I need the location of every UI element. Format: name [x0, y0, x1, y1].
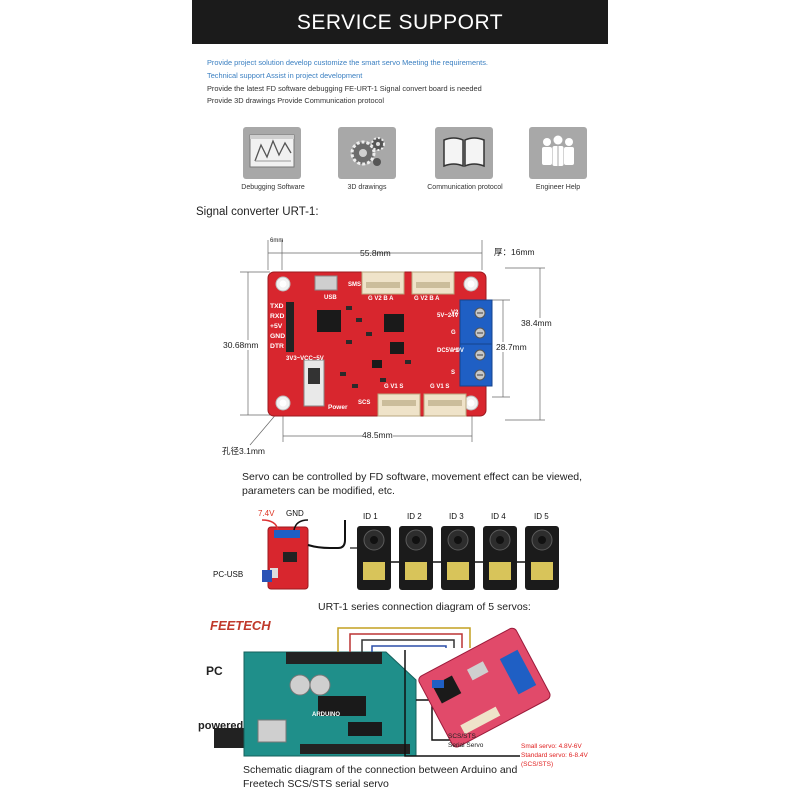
silk-s: S — [451, 370, 456, 376]
pin-label: TXD — [270, 303, 284, 310]
silk-header-top: G V2 B A — [414, 296, 440, 302]
bullet-line: Provide the latest FD software debugging… — [207, 84, 482, 93]
pin-label: DTR — [270, 343, 284, 350]
fd-caption: Servo can be controlled by FD software, … — [242, 471, 583, 497]
arduino-caption-line: Schematic diagram of the connection betw… — [243, 764, 518, 776]
pin-label: RXD — [270, 313, 285, 320]
serial-label: SCS/STS — [448, 733, 476, 740]
servo-id-label: ID 3 — [449, 512, 464, 521]
dim-height-left: 30.68mm — [223, 340, 259, 350]
bullet-line: Provide project solution develop customi… — [207, 58, 488, 67]
silk-header-top: G V2 B A — [368, 296, 394, 302]
dim-height-inner: 28.7mm — [496, 342, 527, 352]
servo-group — [357, 526, 559, 590]
icon-label: Engineer Help — [535, 184, 581, 191]
serial-label: Serial Servo — [448, 742, 484, 749]
header-banner: SERVICE SUPPORT — [192, 0, 608, 44]
pc-label: PC — [206, 664, 223, 678]
silk-usb: USB — [324, 295, 337, 301]
gnd-label: GND — [286, 509, 304, 518]
note-scs: (SCS/STS) — [521, 761, 554, 768]
dim-hole-spacing: 48.5mm — [362, 430, 393, 440]
pin-label: GND — [270, 333, 286, 340]
dim-thickness: 厚：16mm — [494, 247, 535, 257]
pin-label: +5V — [270, 323, 283, 330]
icon-label: 3D drawings — [347, 184, 387, 191]
silk-range-a: 5V~24V — [437, 313, 459, 319]
servo-id-label: ID 1 — [363, 512, 378, 521]
note-small: Small servo: 4.8V-6V — [521, 743, 582, 750]
dim-6mm: 6mm — [270, 238, 284, 244]
silk-power: Power — [328, 404, 348, 411]
bullet-line: Technical support Assist in project deve… — [207, 71, 363, 80]
gears-icon — [338, 127, 396, 179]
silk-header-bottom: G V1 S — [384, 384, 404, 390]
powered-label: powered — [198, 720, 244, 732]
brand-logo: FEETECH — [210, 618, 271, 633]
silk-v2: V2 — [451, 310, 459, 316]
page-title: SERVICE SUPPORT — [296, 11, 504, 34]
servo-chain-diagram — [261, 519, 360, 590]
arduino-name: ARDUINO — [312, 712, 340, 718]
silk-range-b: DC5V~9V — [437, 348, 464, 354]
servo-1 — [357, 526, 391, 590]
arduino-diagram — [214, 627, 551, 757]
chain-caption: URT-1 series connection diagram of 5 ser… — [318, 601, 531, 613]
servo-id-label: ID 4 — [491, 512, 506, 521]
bullet-line: Provide 3D drawings Provide Communicatio… — [207, 96, 385, 105]
silk-v1: V1 — [451, 348, 459, 354]
dim-height-right: 38.4mm — [521, 318, 552, 328]
dim-hole: 孔径3.1mm — [222, 446, 265, 456]
arduino-caption-line: Freetech SCS/STS serial servo — [243, 778, 389, 790]
book-icon — [435, 127, 493, 179]
silk-voltage: 3V3~VCC~5V — [286, 356, 324, 362]
servo-id-label: ID 5 — [534, 512, 549, 521]
debug-software-icon — [243, 127, 301, 179]
silk-scs: SCS — [358, 400, 371, 406]
engineers-icon — [529, 127, 587, 179]
note-standard: Standard servo: 6-8.4V — [521, 752, 588, 759]
icon-label: Communication protocol — [427, 184, 503, 191]
board-diagram — [240, 240, 545, 446]
silk-g: G — [451, 330, 456, 336]
silk-header-bottom: G V1 S — [430, 384, 450, 390]
pc-usb-label: PC-USB — [213, 570, 244, 579]
servo-id-label: ID 2 — [407, 512, 422, 521]
silk-sms: SMS — [348, 282, 362, 288]
icon-label: Debugging Software — [241, 184, 305, 191]
dim-width: 55.8mm — [360, 248, 391, 258]
voltage-label: 7.4V — [258, 509, 275, 518]
section-title: Signal converter URT-1: — [196, 206, 319, 218]
